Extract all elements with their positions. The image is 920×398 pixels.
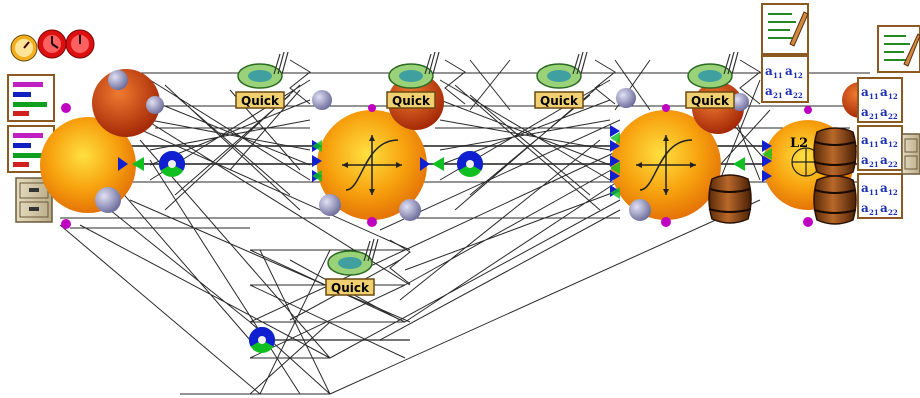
- svg-text:a: a: [880, 181, 888, 195]
- svg-text:a: a: [880, 201, 888, 215]
- axon-node-icon[interactable]: [456, 150, 484, 177]
- svg-text:11: 11: [869, 188, 879, 197]
- cabinet-icon[interactable]: [901, 133, 920, 175]
- svg-text:11: 11: [869, 140, 879, 149]
- wires: [59, 59, 870, 395]
- notebook-icon[interactable]: [761, 3, 809, 55]
- quick-label: Quick: [691, 94, 730, 108]
- cabinet-icon[interactable]: [15, 177, 53, 223]
- svg-text:a: a: [861, 133, 869, 147]
- arrow-left-icon: [432, 157, 444, 171]
- svg-text:a: a: [880, 85, 888, 99]
- barrel-icon[interactable]: [708, 174, 752, 224]
- svg-text:21: 21: [869, 160, 879, 169]
- svg-text:12: 12: [793, 71, 803, 80]
- input-neuron[interactable]: [40, 69, 164, 229]
- l2-label: L2: [790, 136, 808, 151]
- svg-text:21: 21: [773, 91, 783, 100]
- svg-text:a: a: [765, 64, 773, 78]
- svg-text:12: 12: [888, 188, 898, 197]
- clock-icon[interactable]: [10, 29, 95, 62]
- svg-text:21: 21: [869, 112, 879, 121]
- svg-text:a: a: [861, 201, 869, 215]
- barrel-icon[interactable]: [813, 175, 857, 225]
- quick-label: Quick: [540, 94, 579, 108]
- svg-text:22: 22: [793, 91, 803, 100]
- svg-text:a: a: [861, 153, 869, 167]
- quick-prop-icon[interactable]: Quick: [386, 51, 440, 109]
- quick-label: Quick: [331, 281, 370, 295]
- svg-text:12: 12: [888, 92, 898, 101]
- svg-text:a: a: [861, 181, 869, 195]
- svg-text:a: a: [861, 85, 869, 99]
- barrel-icon[interactable]: [813, 127, 857, 177]
- axon-node-icon[interactable]: [248, 326, 276, 353]
- svg-text:12: 12: [888, 140, 898, 149]
- quick-prop-icon[interactable]: Quick: [235, 51, 289, 109]
- svg-text:21: 21: [869, 208, 879, 217]
- svg-text:22: 22: [888, 208, 898, 217]
- svg-text:11: 11: [773, 71, 783, 80]
- arrow-left-icon: [132, 157, 144, 171]
- bar-chart-icon[interactable]: [7, 74, 55, 122]
- notebook-icon[interactable]: [877, 25, 920, 73]
- svg-text:a: a: [880, 153, 888, 167]
- quick-label: Quick: [241, 94, 280, 108]
- svg-text:a: a: [861, 105, 869, 119]
- svg-text:11: 11: [869, 92, 879, 101]
- quick-label: Quick: [392, 94, 431, 108]
- svg-text:22: 22: [888, 160, 898, 169]
- svg-text:a: a: [785, 64, 793, 78]
- svg-text:22: 22: [888, 112, 898, 121]
- svg-text:a: a: [880, 133, 888, 147]
- quick-prop-icon[interactable]: Quick: [685, 51, 739, 109]
- axon-node-icon[interactable]: [158, 150, 186, 177]
- svg-text:a: a: [785, 84, 793, 98]
- quick-prop-icon[interactable]: Quick: [325, 238, 379, 296]
- svg-text:a: a: [880, 105, 888, 119]
- quick-prop-icon[interactable]: Quick: [534, 51, 588, 109]
- svg-text:a: a: [765, 84, 773, 98]
